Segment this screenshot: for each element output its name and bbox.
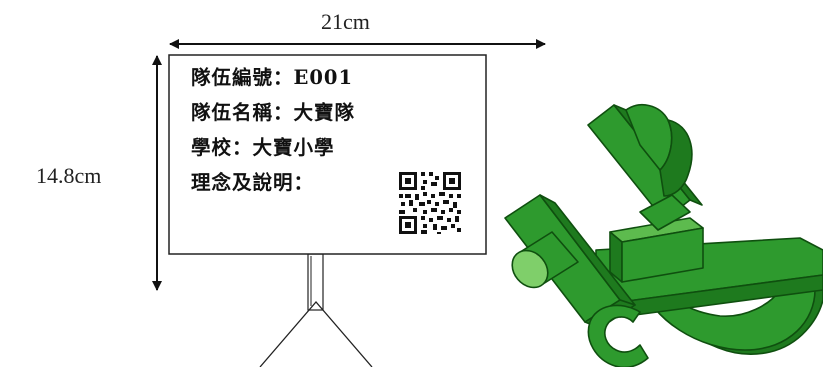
qr-code: [397, 170, 463, 236]
robot-body-box-front: [621, 227, 704, 283]
concept-line: 理念及說明：: [191, 171, 315, 194]
team-id-line: 隊伍編號：E001: [191, 66, 354, 89]
robot-front-wheel: [587, 304, 649, 367]
height-dimension-label: 14.8cm: [36, 163, 102, 188]
width-dimension-label: 21cm: [321, 9, 370, 34]
robot-elbow: [639, 194, 691, 231]
robot-illustration: [504, 104, 823, 367]
sign-stand-base: [259, 301, 373, 367]
robot-cylinder-end: [511, 249, 549, 289]
sign-text-block: 隊伍編號：E001 隊伍名稱：大寶隊 學校：大寶小學 理念及說明：: [191, 60, 355, 200]
robot-wheel-body: [639, 279, 816, 351]
school-line: 學校：大寶小學: [191, 136, 335, 159]
team-name-line: 隊伍名稱：大寶隊: [191, 101, 356, 124]
